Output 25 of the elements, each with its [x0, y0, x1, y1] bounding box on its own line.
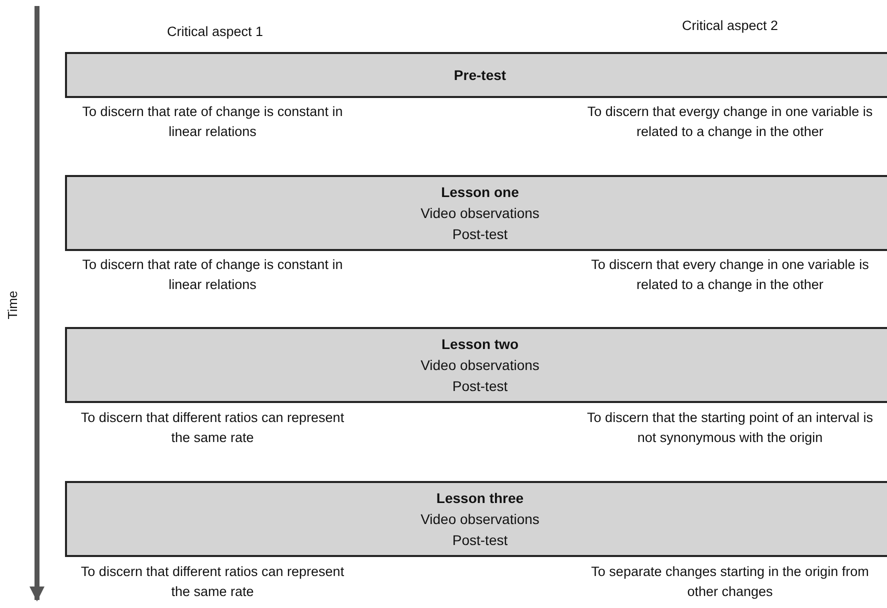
aspect-text: To discern that the starting point of an interval is not synonymous with the origin: [586, 409, 874, 447]
stage-band: [65, 327, 887, 403]
axis-label: Time: [4, 290, 21, 322]
stage-title: Pre-test: [454, 66, 506, 84]
stage-title: Lesson three: [436, 488, 524, 508]
stage-band: [65, 52, 887, 98]
aspect-text: To discern that different ratios can represent the same rate: [80, 409, 346, 447]
aspect-text: To discern that rate of change is constant in linear relations: [81, 256, 344, 294]
stage-title: Lesson one: [441, 182, 519, 202]
aspect-text: To discern that different ratios can represent the same rate: [80, 563, 346, 601]
stage-item: Post-test: [452, 376, 508, 396]
stage-item: Video observations: [420, 204, 540, 222]
aspect-text: To discern that rate of change is constant in linear relations: [81, 103, 344, 141]
stage-item: Post-test: [452, 224, 508, 244]
aspect-text: To separate changes starting in the origin from other changes: [590, 563, 870, 601]
stage-item: Video observations: [420, 510, 540, 528]
aspect-text: To discern that every change in one variable is related to a change in the other: [590, 256, 870, 294]
stage-item: Post-test: [452, 530, 508, 550]
column-heading: Critical aspect 2: [680, 17, 780, 35]
stage-band: [65, 175, 887, 251]
stage-item: Video observations: [420, 356, 540, 374]
aspect-text: To discern that evergy change in one variable is related to a change in the other: [586, 103, 874, 141]
stage-band: [65, 481, 887, 557]
stage-title: Lesson two: [441, 334, 518, 354]
column-heading: Critical aspect 1: [166, 23, 264, 41]
